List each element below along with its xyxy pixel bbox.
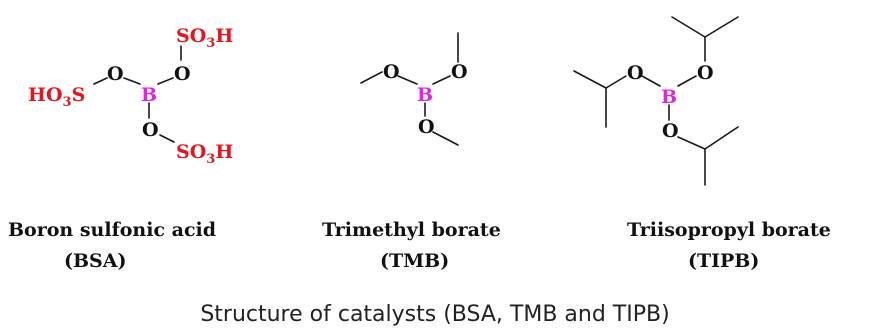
tipb-oxygen-left: O — [627, 62, 644, 84]
tipb-bond-bottom-ch-me1 — [704, 126, 739, 150]
tipb-name: Triisopropyl borate — [627, 219, 831, 241]
bsa-structure: O O O B HO3S SO3H SO3H — [28, 25, 233, 167]
bsa-sulfonic-top: SO3H — [176, 25, 233, 51]
tipb-bond-o3-ch — [677, 136, 706, 150]
figure-caption: Structure of catalysts (BSA, TMB and TIP… — [200, 302, 669, 327]
tmb-bond-o1-b — [397, 75, 418, 85]
tipb-bond-top-ch-me2 — [704, 16, 739, 38]
tmb-bond-b-o2 — [432, 75, 451, 85]
bsa-abbreviation: (BSA) — [64, 250, 127, 272]
tipb-boron: B — [661, 86, 677, 108]
tipb-bond-left-ch-o — [605, 75, 627, 89]
tmb-bond-methyl-bottom — [432, 131, 459, 146]
bsa-sulfonic-bottom: SO3H — [176, 141, 233, 167]
bsa-bond-o3-s — [159, 134, 175, 143]
bsa-sulfonic-left: HO3S — [28, 84, 85, 110]
tmb-bond-methyl-left — [360, 71, 383, 84]
tipb-bond-o1-b — [641, 75, 661, 87]
bsa-bond-b-o1 — [123, 77, 141, 85]
tipb-bond-left-ch-me1 — [573, 70, 607, 89]
tipb-oxygen-bottom: O — [662, 120, 679, 142]
bsa-oxygen-left: O — [107, 63, 124, 85]
tmb-oxygen-left: O — [383, 61, 400, 83]
bsa-name: Boron sulfonic acid — [8, 219, 216, 241]
tipb-oxygen-top: O — [697, 62, 714, 84]
tipb-abbreviation: (TIPB) — [688, 250, 759, 272]
tipb-structure: O O O B — [573, 16, 739, 186]
tmb-boron: B — [417, 84, 433, 106]
bsa-boron: B — [141, 84, 157, 106]
tmb-name: Trimethyl borate — [322, 219, 501, 241]
tmb-oxygen-top: O — [451, 61, 468, 83]
tmb-structure: O O O B — [360, 32, 468, 146]
bsa-oxygen-top: O — [174, 63, 191, 85]
tipb-bond-top-ch-me1 — [671, 16, 706, 38]
tmb-oxygen-bottom: O — [418, 116, 435, 138]
tipb-bond-b-o2 — [677, 75, 697, 87]
tmb-abbreviation: (TMB) — [380, 250, 449, 272]
bsa-oxygen-bottom: O — [142, 119, 159, 141]
bsa-bond-o1-s — [93, 77, 108, 85]
bsa-bond-b-o2 — [157, 77, 174, 85]
